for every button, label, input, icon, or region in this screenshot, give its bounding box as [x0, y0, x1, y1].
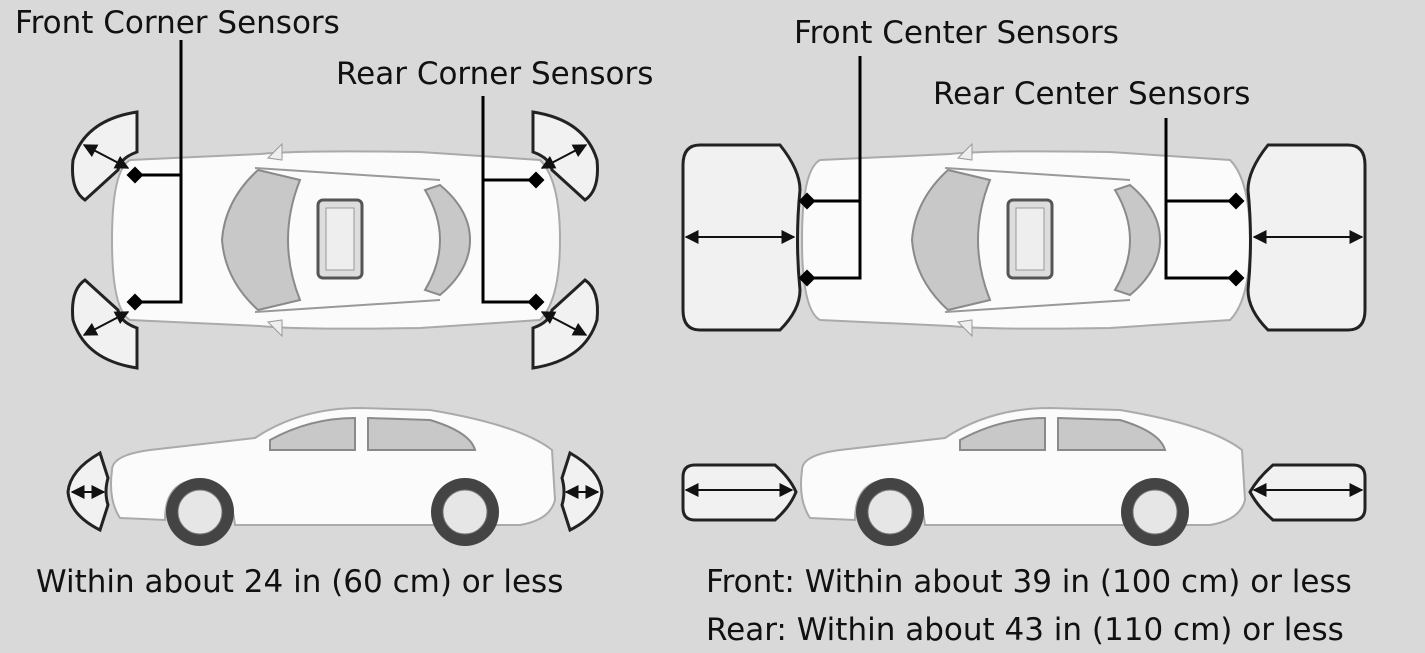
sensor-markers	[126, 166, 545, 311]
front-center-range-caption: Front: Within about 39 in (100 cm) or le…	[706, 564, 1352, 600]
rear-center-range-caption: Rear: Within about 43 in (110 cm) or les…	[706, 612, 1344, 648]
car-top-view-icon	[800, 142, 1252, 338]
rear-center-leader-line	[1164, 118, 1236, 280]
rear-center-sensors-label: Rear Center Sensors	[933, 76, 1250, 112]
corner-sensor-top-view	[71, 40, 599, 370]
front-center-sensors-label: Front Center Sensors	[794, 15, 1119, 51]
corner-range-caption: Within about 24 in (60 cm) or less	[36, 564, 563, 600]
rear-corner-leader-line	[481, 96, 536, 304]
car-top-view-icon	[110, 142, 562, 338]
front-center-leader-line	[807, 56, 862, 280]
car-side-view-icon	[800, 407, 1246, 547]
front-left-corner-zone	[71, 110, 139, 202]
rear-left-corner-zone	[531, 110, 599, 202]
rear-center-side-zone	[1248, 463, 1367, 522]
rear-right-corner-zone	[531, 278, 599, 370]
corner-sensor-side-view	[66, 407, 604, 547]
front-right-corner-zone	[71, 278, 139, 370]
center-sensor-side-view	[681, 407, 1367, 547]
rear-corner-sensors-label: Rear Corner Sensors	[336, 56, 653, 92]
front-corner-sensors-label: Front Corner Sensors	[15, 5, 340, 41]
car-side-view-icon	[110, 407, 556, 547]
rear-center-zone	[1246, 143, 1367, 332]
front-center-zone	[681, 143, 802, 332]
front-center-side-zone	[681, 463, 798, 522]
center-sensor-top-view	[681, 56, 1367, 338]
